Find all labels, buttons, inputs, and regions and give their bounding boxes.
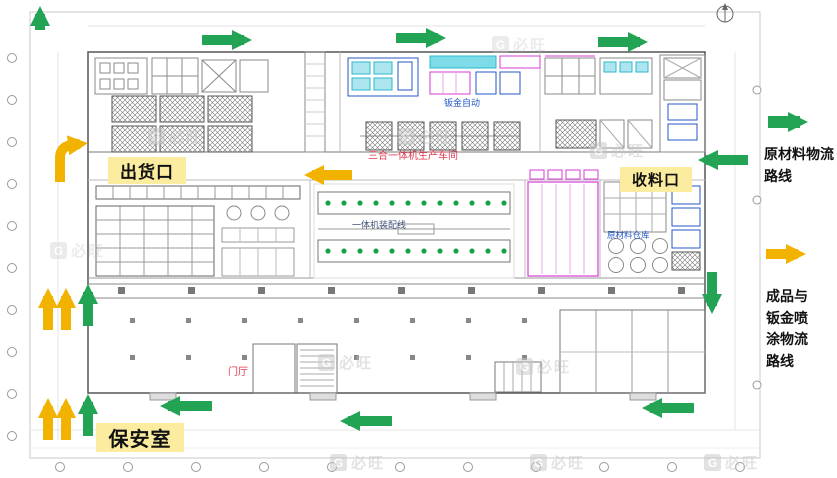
entrance-hall-label: 门厅: [228, 367, 248, 378]
loading-docks: [149, 392, 657, 401]
storage-racks-top: [111, 95, 253, 153]
green-flow-arrows: [30, 6, 808, 436]
north-compass-icon: [716, 3, 734, 23]
security-room-label: 保安室: [96, 423, 184, 452]
raw-material-warehouse-label: 原材料仓库: [607, 230, 650, 240]
grid-bubbles: [7, 53, 762, 472]
corridor-columns: [118, 287, 685, 294]
hall-columns: [130, 318, 527, 360]
lower-rooms: [252, 309, 706, 394]
sheet-metal-auto-label: 钣金自动: [444, 98, 481, 108]
route-raw-material-label: 原材料物流路线: [764, 146, 834, 184]
warehouse-zone: [603, 181, 701, 273]
equipment-top-left: [94, 57, 269, 95]
assembly-lines: [313, 183, 515, 279]
equipment-sheet-metal: [347, 55, 541, 97]
machine-row-middle: [360, 121, 521, 151]
receiving-port-label: 收料口: [620, 167, 692, 192]
storage-zone-left: [95, 185, 301, 277]
workshop-label: 三合一体机生产车间: [368, 151, 458, 162]
assembly-line-label: 一体机装配线: [352, 220, 407, 230]
yellow-arrow-curve-top-left: [55, 135, 88, 182]
equipment-top-right: [544, 55, 702, 149]
process-zone-magenta: [527, 169, 599, 277]
yellow-flow-arrows: [38, 135, 806, 440]
route-finished-goods-label: 成品与钣金喷涂物流路线: [766, 288, 808, 370]
site-frame: [29, 11, 761, 459]
shipping-exit-label: 出货口: [108, 157, 186, 184]
